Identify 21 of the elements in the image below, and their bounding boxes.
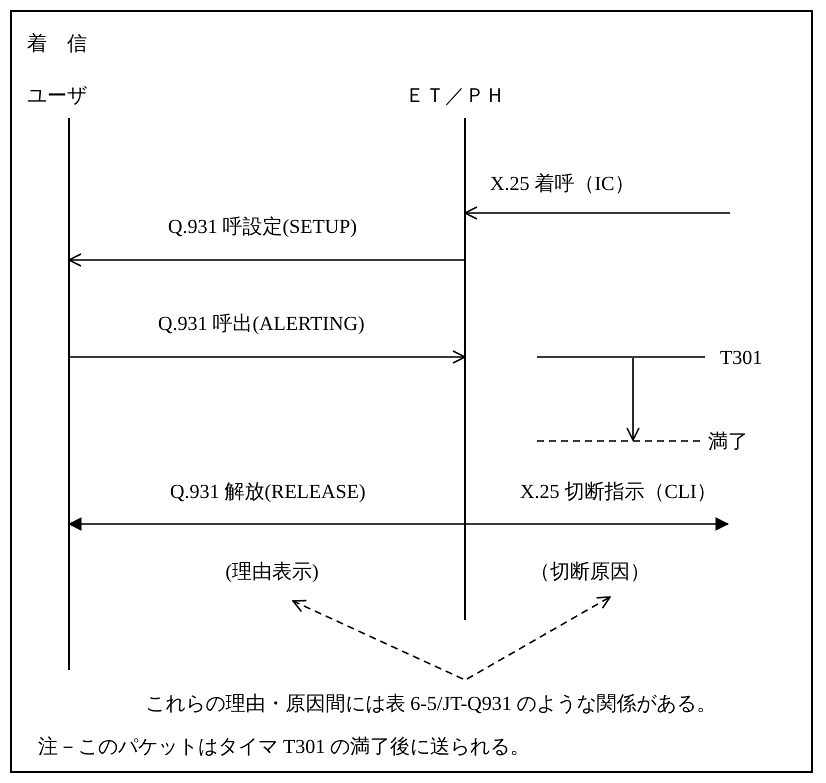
footnote: 注－このパケットはタイマ T301 の満了後に送られる。 [38,735,530,759]
arrow [465,518,728,530]
arrow [68,253,465,267]
message-parameter: （切断原因） [524,560,656,597]
message-label: Q.931 呼出(ALERTING) [158,312,365,336]
message-parameter: (理由表示) [214,560,330,601]
arrow [464,206,730,220]
message-label: X.25 着呼（IC） [490,172,634,196]
message-label: Q.931 呼設定(SETUP) [168,215,357,239]
participant-label: ユーザ [27,84,87,108]
arrow [292,600,464,680]
arrow [68,518,465,530]
arrow [466,596,611,680]
timer-label: 満了 [708,430,748,454]
note-text: これらの理由・原因間には表 6-5/JT-Q931 のような関係がある。 [86,679,776,721]
arrow [69,350,466,364]
participant-label: 着 信 [27,32,87,56]
message-label: Q.931 解放(RELEASE) [170,480,366,504]
participant-label: ＥＴ／ＰＨ [405,84,505,108]
timer-label: T301 [720,346,762,370]
message-label: X.25 切断指示（CLI） [520,480,717,504]
